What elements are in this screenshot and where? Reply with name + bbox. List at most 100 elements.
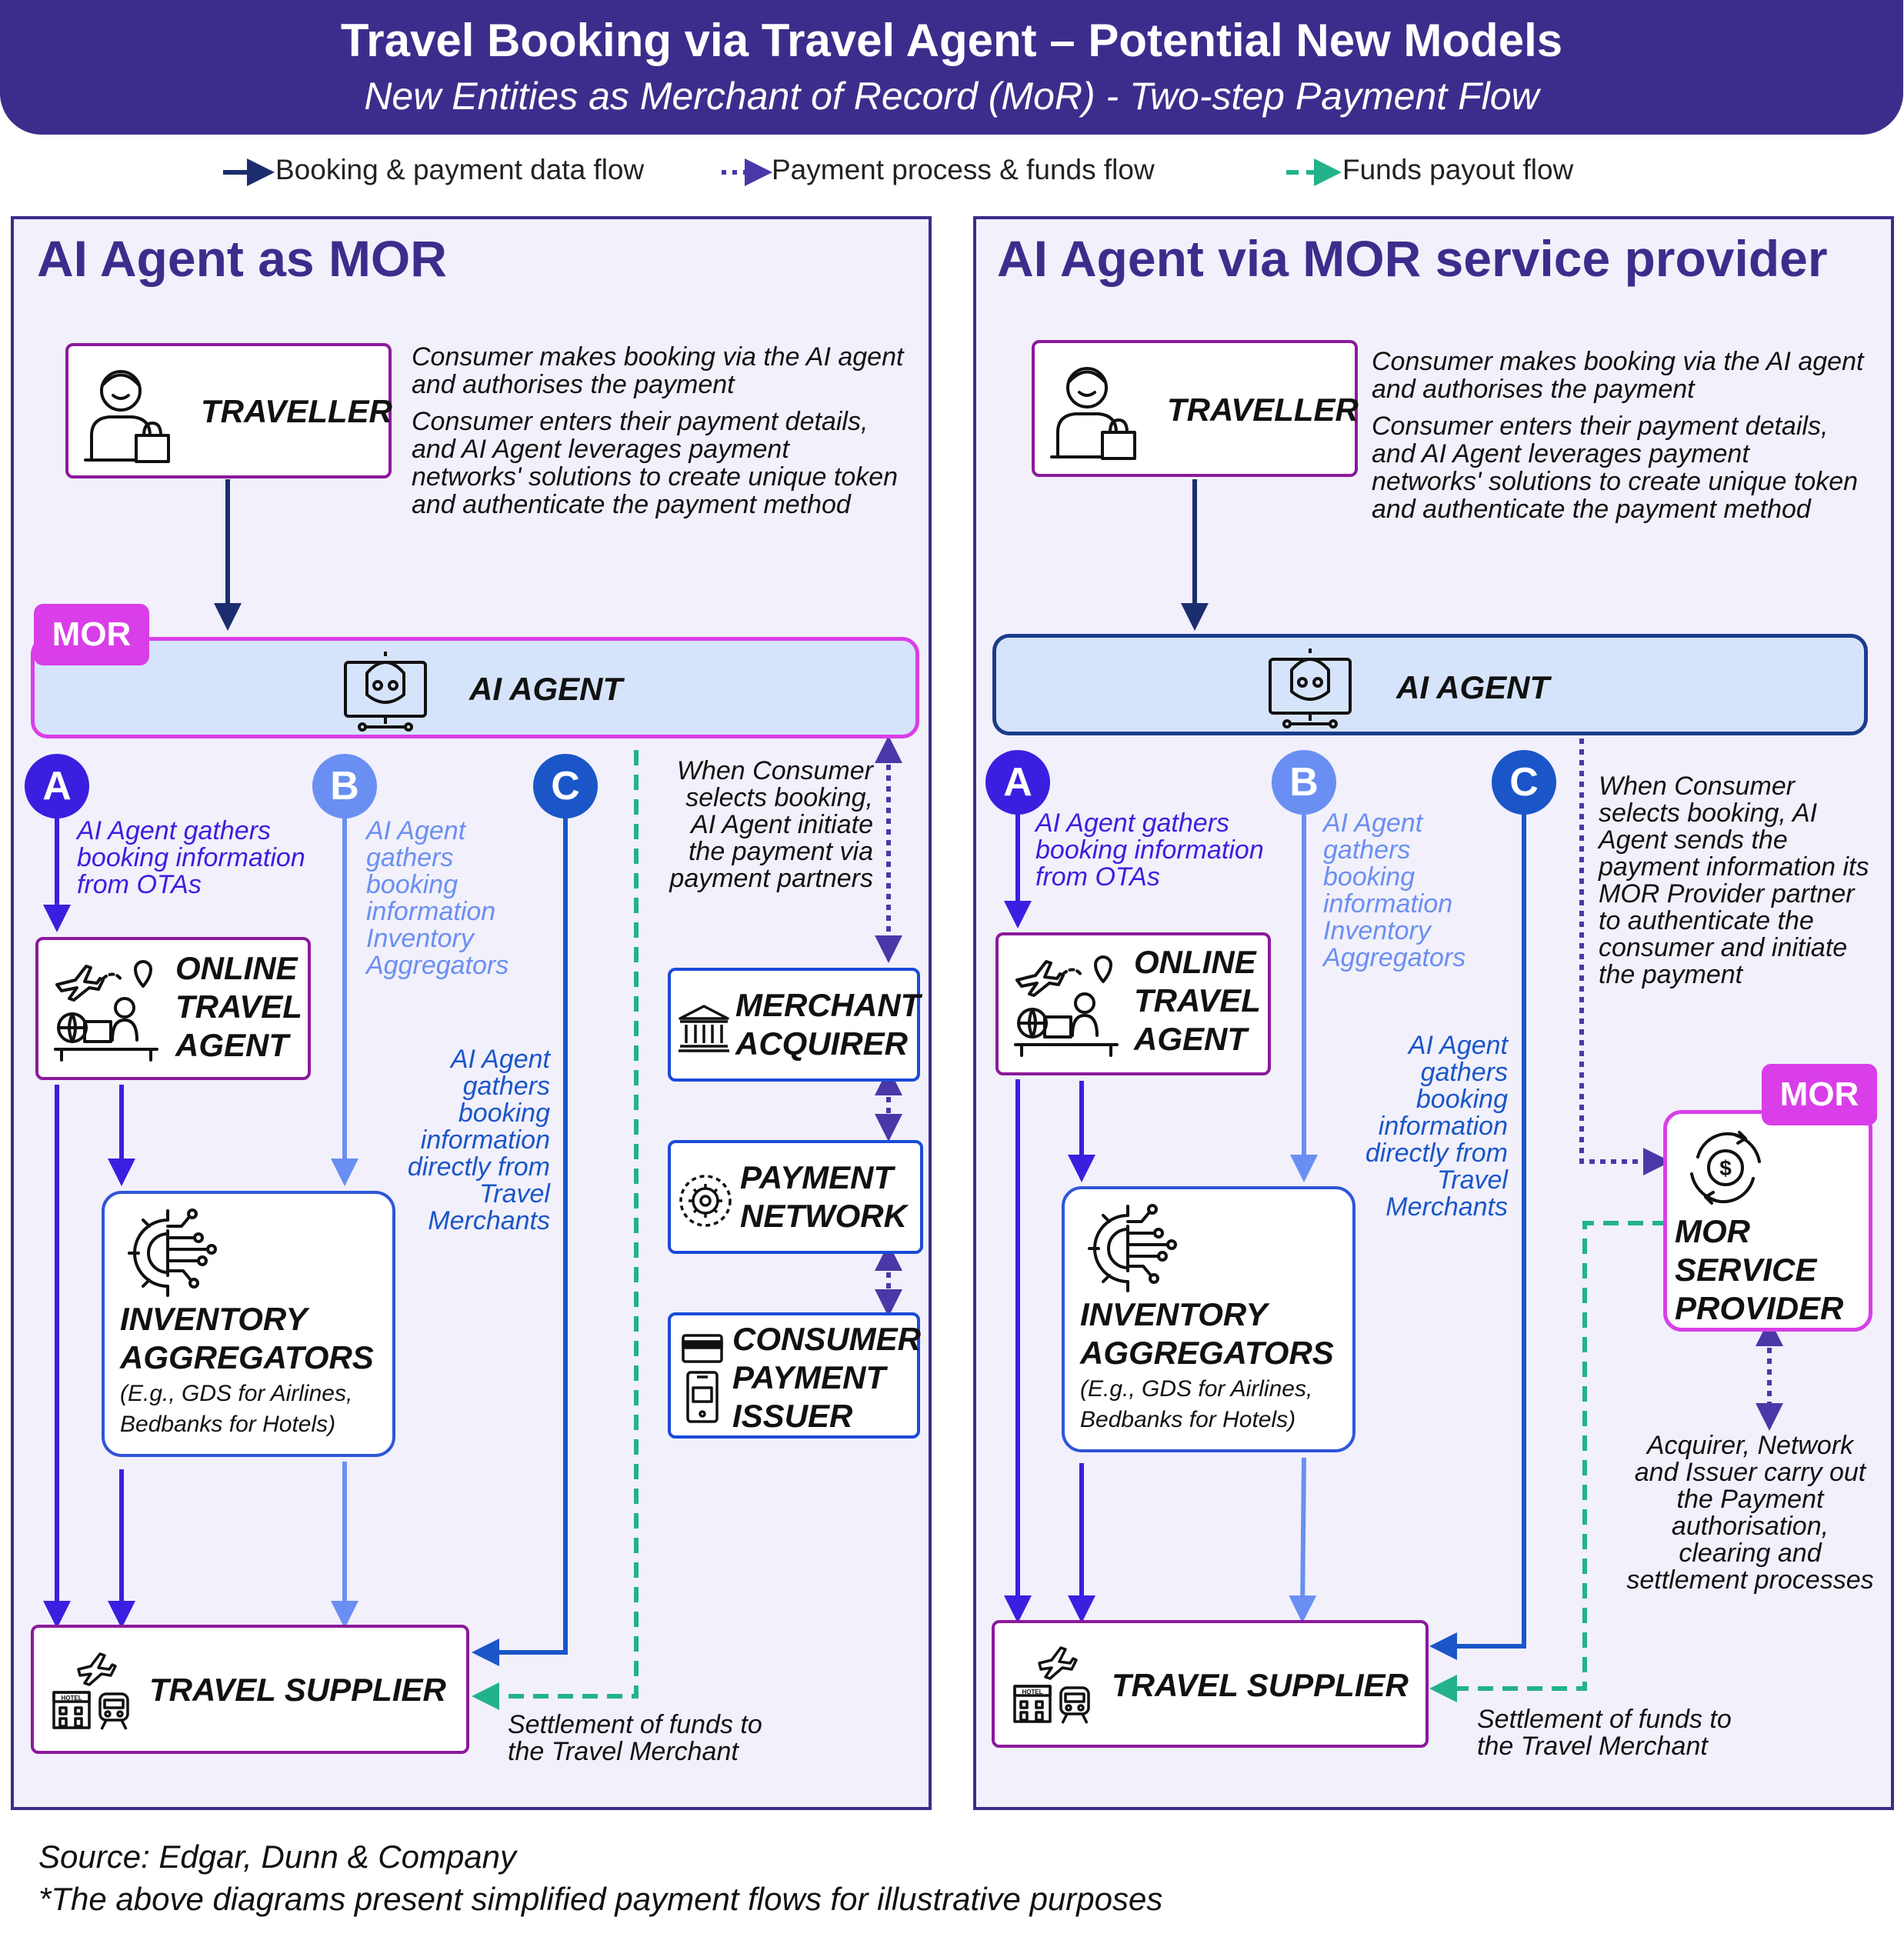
left-inventory-line2: AGGREGATORS <box>120 1339 374 1375</box>
header-banner: Travel Booking via Travel Agent – Potent… <box>0 0 1903 135</box>
travel-supplier-icon: HOTEL <box>52 1652 129 1730</box>
right-settlement-note: Settlement of funds to the Travel Mercha… <box>1477 1705 1732 1761</box>
page-title: Travel Booking via Travel Agent – Potent… <box>340 15 1563 66</box>
right-payout-arrow <box>1429 1221 1668 1702</box>
right-inventory-line1: INVENTORY <box>1080 1296 1268 1332</box>
left-network-line2: NETWORK <box>740 1198 907 1234</box>
travel-supplier-icon: HOTEL <box>1013 1646 1090 1724</box>
left-traveller-box: TRAVELLER <box>65 343 392 478</box>
right-mor-service-provider-label: MOR SERVICE PROVIDER <box>1675 1212 1843 1328</box>
robot-icon <box>344 652 427 732</box>
page-subtitle: New Entities as Merchant of Record (MoR)… <box>364 75 1539 118</box>
left-note-path-a: AI Agent gathers booking information fro… <box>77 816 305 899</box>
left-network-line1: PAYMENT <box>740 1159 894 1195</box>
right-traveller-box: TRAVELLER <box>1032 340 1359 477</box>
left-path-b-badge: B <box>312 754 377 818</box>
hotel-sign-text: HOTEL <box>61 1695 82 1702</box>
left-mor-tag: MOR <box>34 604 149 665</box>
inventory-aggregator-icon <box>1088 1204 1177 1292</box>
card-phone-icon <box>682 1334 723 1423</box>
left-issuer-line3: ISSUER <box>732 1398 853 1434</box>
right-inventory-label: INVENTORY AGGREGATORS <box>1080 1295 1334 1372</box>
right-traveller-label: TRAVELLER <box>1167 392 1359 428</box>
hotel-sign-text: HOTEL <box>1022 1689 1042 1695</box>
left-acquirer-line1: MERCHANT <box>735 987 921 1023</box>
left-ota-box: ONLINE TRAVEL AGENT <box>35 937 311 1080</box>
left-inventory-example: (E.g., GDS for Airlines, Bedbanks for Ho… <box>120 1379 352 1440</box>
left-inventory-label: INVENTORY AGGREGATORS <box>120 1300 374 1377</box>
traveller-icon <box>84 370 170 463</box>
left-payment-issuer-label: CONSUMER PAYMENT ISSUER <box>732 1320 921 1435</box>
left-issuer-line1: CONSUMER <box>732 1321 922 1357</box>
left-note-path-b: AI Agent gathers booking information Inv… <box>366 816 509 980</box>
left-acquirer-line2: ACQUIRER <box>735 1025 909 1062</box>
left-ota-line3: AGENT <box>175 1027 288 1063</box>
footer-disclaimer: *The above diagrams present simplified p… <box>38 1881 1163 1917</box>
right-note-path-a: AI Agent gathers booking information fro… <box>1035 808 1264 892</box>
right-travel-supplier-label: TRAVEL SUPPLIER <box>1112 1667 1409 1703</box>
left-path-a-badge: A <box>25 754 89 818</box>
right-note-path-b: AI Agent gathers booking information Inv… <box>1323 808 1466 972</box>
right-inventory-example: (E.g., GDS for Airlines, Bedbanks for Ho… <box>1080 1374 1312 1435</box>
left-traveller-label: TRAVELLER <box>201 393 392 429</box>
right-mor-tag: MOR <box>1762 1064 1877 1125</box>
right-note-payment: When Consumer selects booking, AI Agent … <box>1599 772 1869 989</box>
online-travel-agent-icon <box>1014 955 1119 1057</box>
right-panel-title: AI Agent via MOR service provider <box>997 230 1828 287</box>
right-ai-agent-box: AI AGENT <box>992 634 1868 735</box>
left-merchant-acquirer-label: MERCHANT ACQUIRER <box>735 986 920 1063</box>
right-c-to-supplier-arrow <box>1429 814 1526 1660</box>
left-ai-agent-label: AI AGENT <box>469 671 623 707</box>
right-desc-tokenise: Consumer enters their payment details, a… <box>1372 412 1859 524</box>
money-cycle-icon: $ <box>1690 1131 1761 1205</box>
left-path-c-badge: C <box>533 754 598 818</box>
right-note-path-c: AI Agent gathers booking information dir… <box>1365 1031 1508 1222</box>
bank-icon <box>679 1005 729 1052</box>
left-payment-issuer-box: CONSUMER PAYMENT ISSUER <box>668 1312 921 1439</box>
left-inventory-box: INVENTORY AGGREGATORS (E.g., GDS for Air… <box>102 1191 395 1457</box>
footer-source: Source: Edgar, Dunn & Company <box>38 1839 517 1875</box>
online-travel-agent-icon <box>54 960 158 1062</box>
left-travel-supplier-box: HOTEL TRAVEL SUPPLIER <box>31 1625 469 1754</box>
legend-payout-label: Funds payout flow <box>1342 154 1574 185</box>
left-desc-tokenise: Consumer enters their payment details, a… <box>412 407 899 519</box>
left-settlement-note: Settlement of funds to the Travel Mercha… <box>508 1710 762 1766</box>
inventory-aggregator-icon <box>128 1209 217 1297</box>
right-ai-to-mor-arrow <box>1579 738 1671 1175</box>
right-inventory-example-line2: Bedbanks for Hotels) <box>1080 1407 1296 1432</box>
right-traveller-description: Consumer makes booking via the AI agent … <box>1372 348 1864 532</box>
left-ota-line2: TRAVEL <box>175 989 302 1025</box>
right-ai-agent-label: AI AGENT <box>1396 669 1550 705</box>
left-ota-line1: ONLINE <box>175 950 298 986</box>
legend-payment-label: Payment process & funds flow <box>772 154 1155 185</box>
left-merchant-acquirer-box: MERCHANT ACQUIRER <box>668 968 920 1082</box>
left-payout-arrow <box>472 750 639 1710</box>
right-path-c-badge: C <box>1492 750 1556 815</box>
left-traveller-description: Consumer makes booking via the AI agent … <box>412 343 904 528</box>
left-payment-network-label: PAYMENT NETWORK <box>740 1159 907 1235</box>
network-gear-icon <box>679 1175 732 1227</box>
right-ota-line2: TRAVEL <box>1134 982 1261 1019</box>
legend-booking-label: Booking & payment data flow <box>275 154 645 185</box>
right-path-b-badge: B <box>1272 750 1336 815</box>
right-inventory-example-line1: (E.g., GDS for Airlines, <box>1080 1376 1313 1402</box>
left-ota-label: ONLINE TRAVEL AGENT <box>175 949 302 1065</box>
right-ota-line1: ONLINE <box>1134 944 1256 980</box>
right-inventory-line2: AGGREGATORS <box>1080 1335 1334 1371</box>
right-mor-service-provider-box: $ MOR SERVICE PROVIDER <box>1663 1110 1872 1332</box>
right-note-acquirer-network-issuer: Acquirer, Network and Issuer carry out t… <box>1626 1431 1874 1595</box>
right-inv-b-to-supplier-arrow <box>1289 1457 1317 1623</box>
right-travel-supplier-box: HOTEL TRAVEL SUPPLIER <box>992 1620 1429 1748</box>
right-desc-authorise: Consumer makes booking via the AI agent … <box>1372 347 1864 404</box>
left-issuer-line2: PAYMENT <box>732 1359 886 1395</box>
left-inventory-line1: INVENTORY <box>120 1301 308 1337</box>
traveller-icon <box>1050 367 1136 460</box>
right-mor-line2: SERVICE <box>1675 1252 1817 1288</box>
right-mor-line1: MOR <box>1675 1213 1750 1249</box>
left-desc-authorise: Consumer makes booking via the AI agent … <box>412 342 904 399</box>
left-payment-network-box: PAYMENT NETWORK <box>668 1140 923 1254</box>
right-inventory-box: INVENTORY AGGREGATORS (E.g., GDS for Air… <box>1062 1186 1355 1452</box>
left-travel-supplier-label: TRAVEL SUPPLIER <box>149 1672 446 1708</box>
right-ota-label: ONLINE TRAVEL AGENT <box>1134 943 1261 1059</box>
left-note-path-c: AI Agent gathers booking information dir… <box>407 1045 550 1235</box>
